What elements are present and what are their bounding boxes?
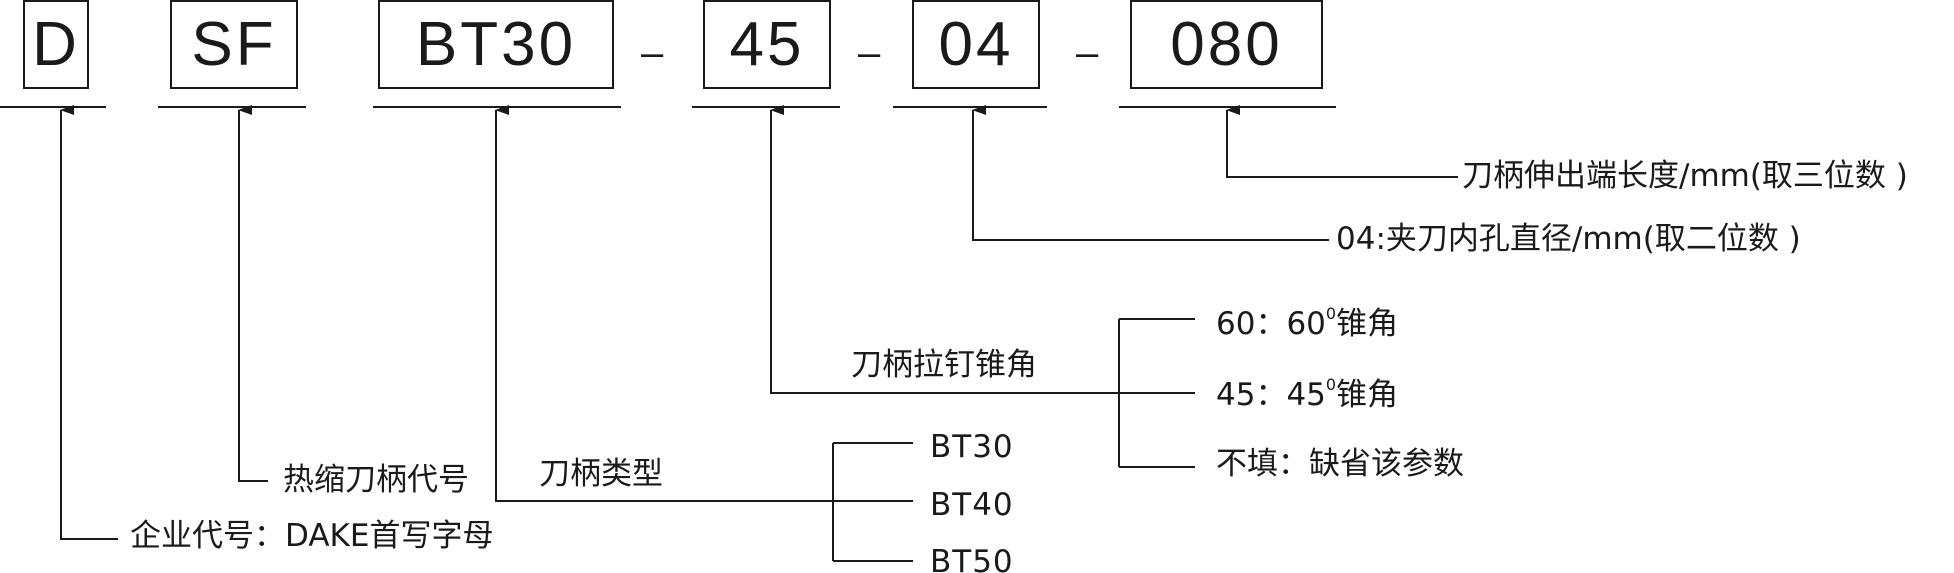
separator-3: – [1076,31,1099,75]
option-holder-bt40: BT40 [930,487,1014,523]
option-holder-bt50: BT50 [930,544,1014,573]
label-taper-angle: 刀柄拉钉锥角 [851,347,1037,383]
separator-1: – [641,31,664,75]
option-taper-45: 45：450锥角 [1216,375,1399,413]
label-bore-diameter: 04:夹刀内孔直径/mm(取二位数 ) [1336,221,1801,257]
code-box-d: D [23,0,89,89]
label-holder-type: 刀柄类型 [539,456,663,492]
code-box-bt: BT30 [378,0,614,89]
code-box-diameter: 04 [912,0,1040,89]
code-box-length: 080 [1130,0,1323,89]
label-company: 企业代号：DAKE首写字母 [130,518,494,554]
code-box-sf: SF [170,0,298,89]
label-extension-length: 刀柄伸出端长度/mm(取三位数 ) [1462,158,1908,194]
separator-2: – [858,31,881,75]
code-box-angle: 45 [703,0,831,89]
option-taper-default: 不填：缺省该参数 [1216,446,1464,482]
option-taper-60: 60：600锥角 [1216,304,1399,342]
option-holder-bt30: BT30 [930,429,1014,465]
label-shrink: 热缩刀柄代号 [283,462,469,498]
